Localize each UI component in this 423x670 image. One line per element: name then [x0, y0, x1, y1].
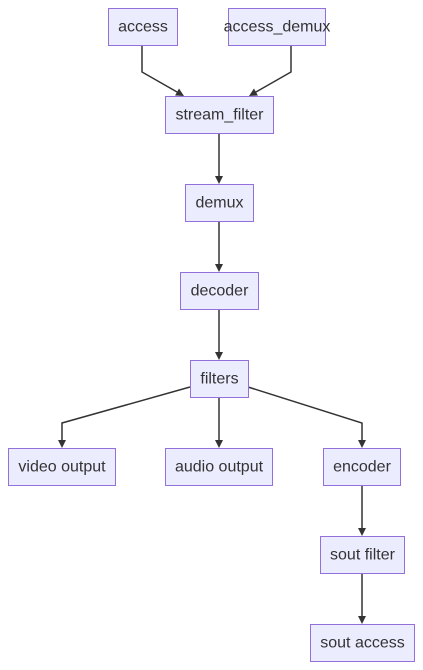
- node-label: sout access: [320, 635, 404, 652]
- node-box: [180, 272, 259, 310]
- node-box: [108, 8, 178, 46]
- node-box: [310, 624, 415, 662]
- node-box: [165, 448, 273, 486]
- arrowhead-icon: [215, 440, 223, 448]
- node-filters: filters: [190, 360, 249, 398]
- node-box: [323, 448, 401, 486]
- arrowhead-icon: [358, 528, 366, 536]
- node-label: sout filter: [330, 547, 396, 564]
- edge-sout_filter-to-sout_access: [358, 573, 366, 624]
- node-encoder: encoder: [323, 448, 401, 486]
- arrowhead-icon: [215, 264, 223, 272]
- node-label: access_demux: [224, 19, 331, 36]
- edge-line: [141, 45, 179, 94]
- node-stream-filter: stream_filter: [165, 96, 274, 134]
- node-label: demux: [195, 195, 243, 212]
- node-sout-filter: sout filter: [320, 536, 405, 574]
- edge-line: [247, 386, 363, 441]
- edge-access-to-stream_filter: [141, 45, 184, 96]
- arrowhead-icon: [249, 88, 258, 96]
- edges-layer: [58, 45, 366, 624]
- arrowhead-icon: [358, 616, 366, 624]
- node-access: access: [108, 8, 178, 46]
- node-label: audio output: [175, 459, 264, 476]
- node-box: [185, 184, 254, 222]
- edge-stream_filter-to-demux: [215, 133, 223, 184]
- node-box: [8, 448, 116, 486]
- node-label: filters: [200, 371, 238, 388]
- node-box: [190, 360, 249, 398]
- node-label: access: [118, 19, 168, 36]
- node-label: video output: [18, 459, 106, 476]
- node-label: encoder: [333, 459, 391, 476]
- node-audio-output: audio output: [165, 448, 273, 486]
- edge-filters-to-encoder: [247, 386, 366, 448]
- edge-filters-to-audio_output: [215, 397, 223, 448]
- edge-line: [254, 45, 292, 94]
- arrowhead-icon: [175, 88, 184, 96]
- node-box: [228, 8, 326, 46]
- edge-decoder-to-filters: [215, 309, 223, 360]
- arrowhead-icon: [215, 176, 223, 184]
- edge-demux-to-decoder: [215, 221, 223, 272]
- node-label: decoder: [191, 283, 249, 300]
- node-video-output: video output: [8, 448, 116, 486]
- edge-filters-to-video_output: [58, 386, 191, 448]
- edge-line: [61, 386, 191, 441]
- edge-encoder-to-sout_filter: [358, 485, 366, 536]
- node-label: stream_filter: [175, 107, 264, 124]
- node-box: [320, 536, 405, 574]
- node-sout-access: sout access: [310, 624, 415, 662]
- node-decoder: decoder: [180, 272, 259, 310]
- node-access-demux: access_demux: [224, 8, 331, 46]
- arrowhead-icon: [58, 440, 66, 448]
- arrowhead-icon: [358, 440, 366, 448]
- edge-access_demux-to-stream_filter: [249, 45, 292, 96]
- node-demux: demux: [185, 184, 254, 222]
- node-box: [165, 96, 274, 134]
- arrowhead-icon: [215, 352, 223, 360]
